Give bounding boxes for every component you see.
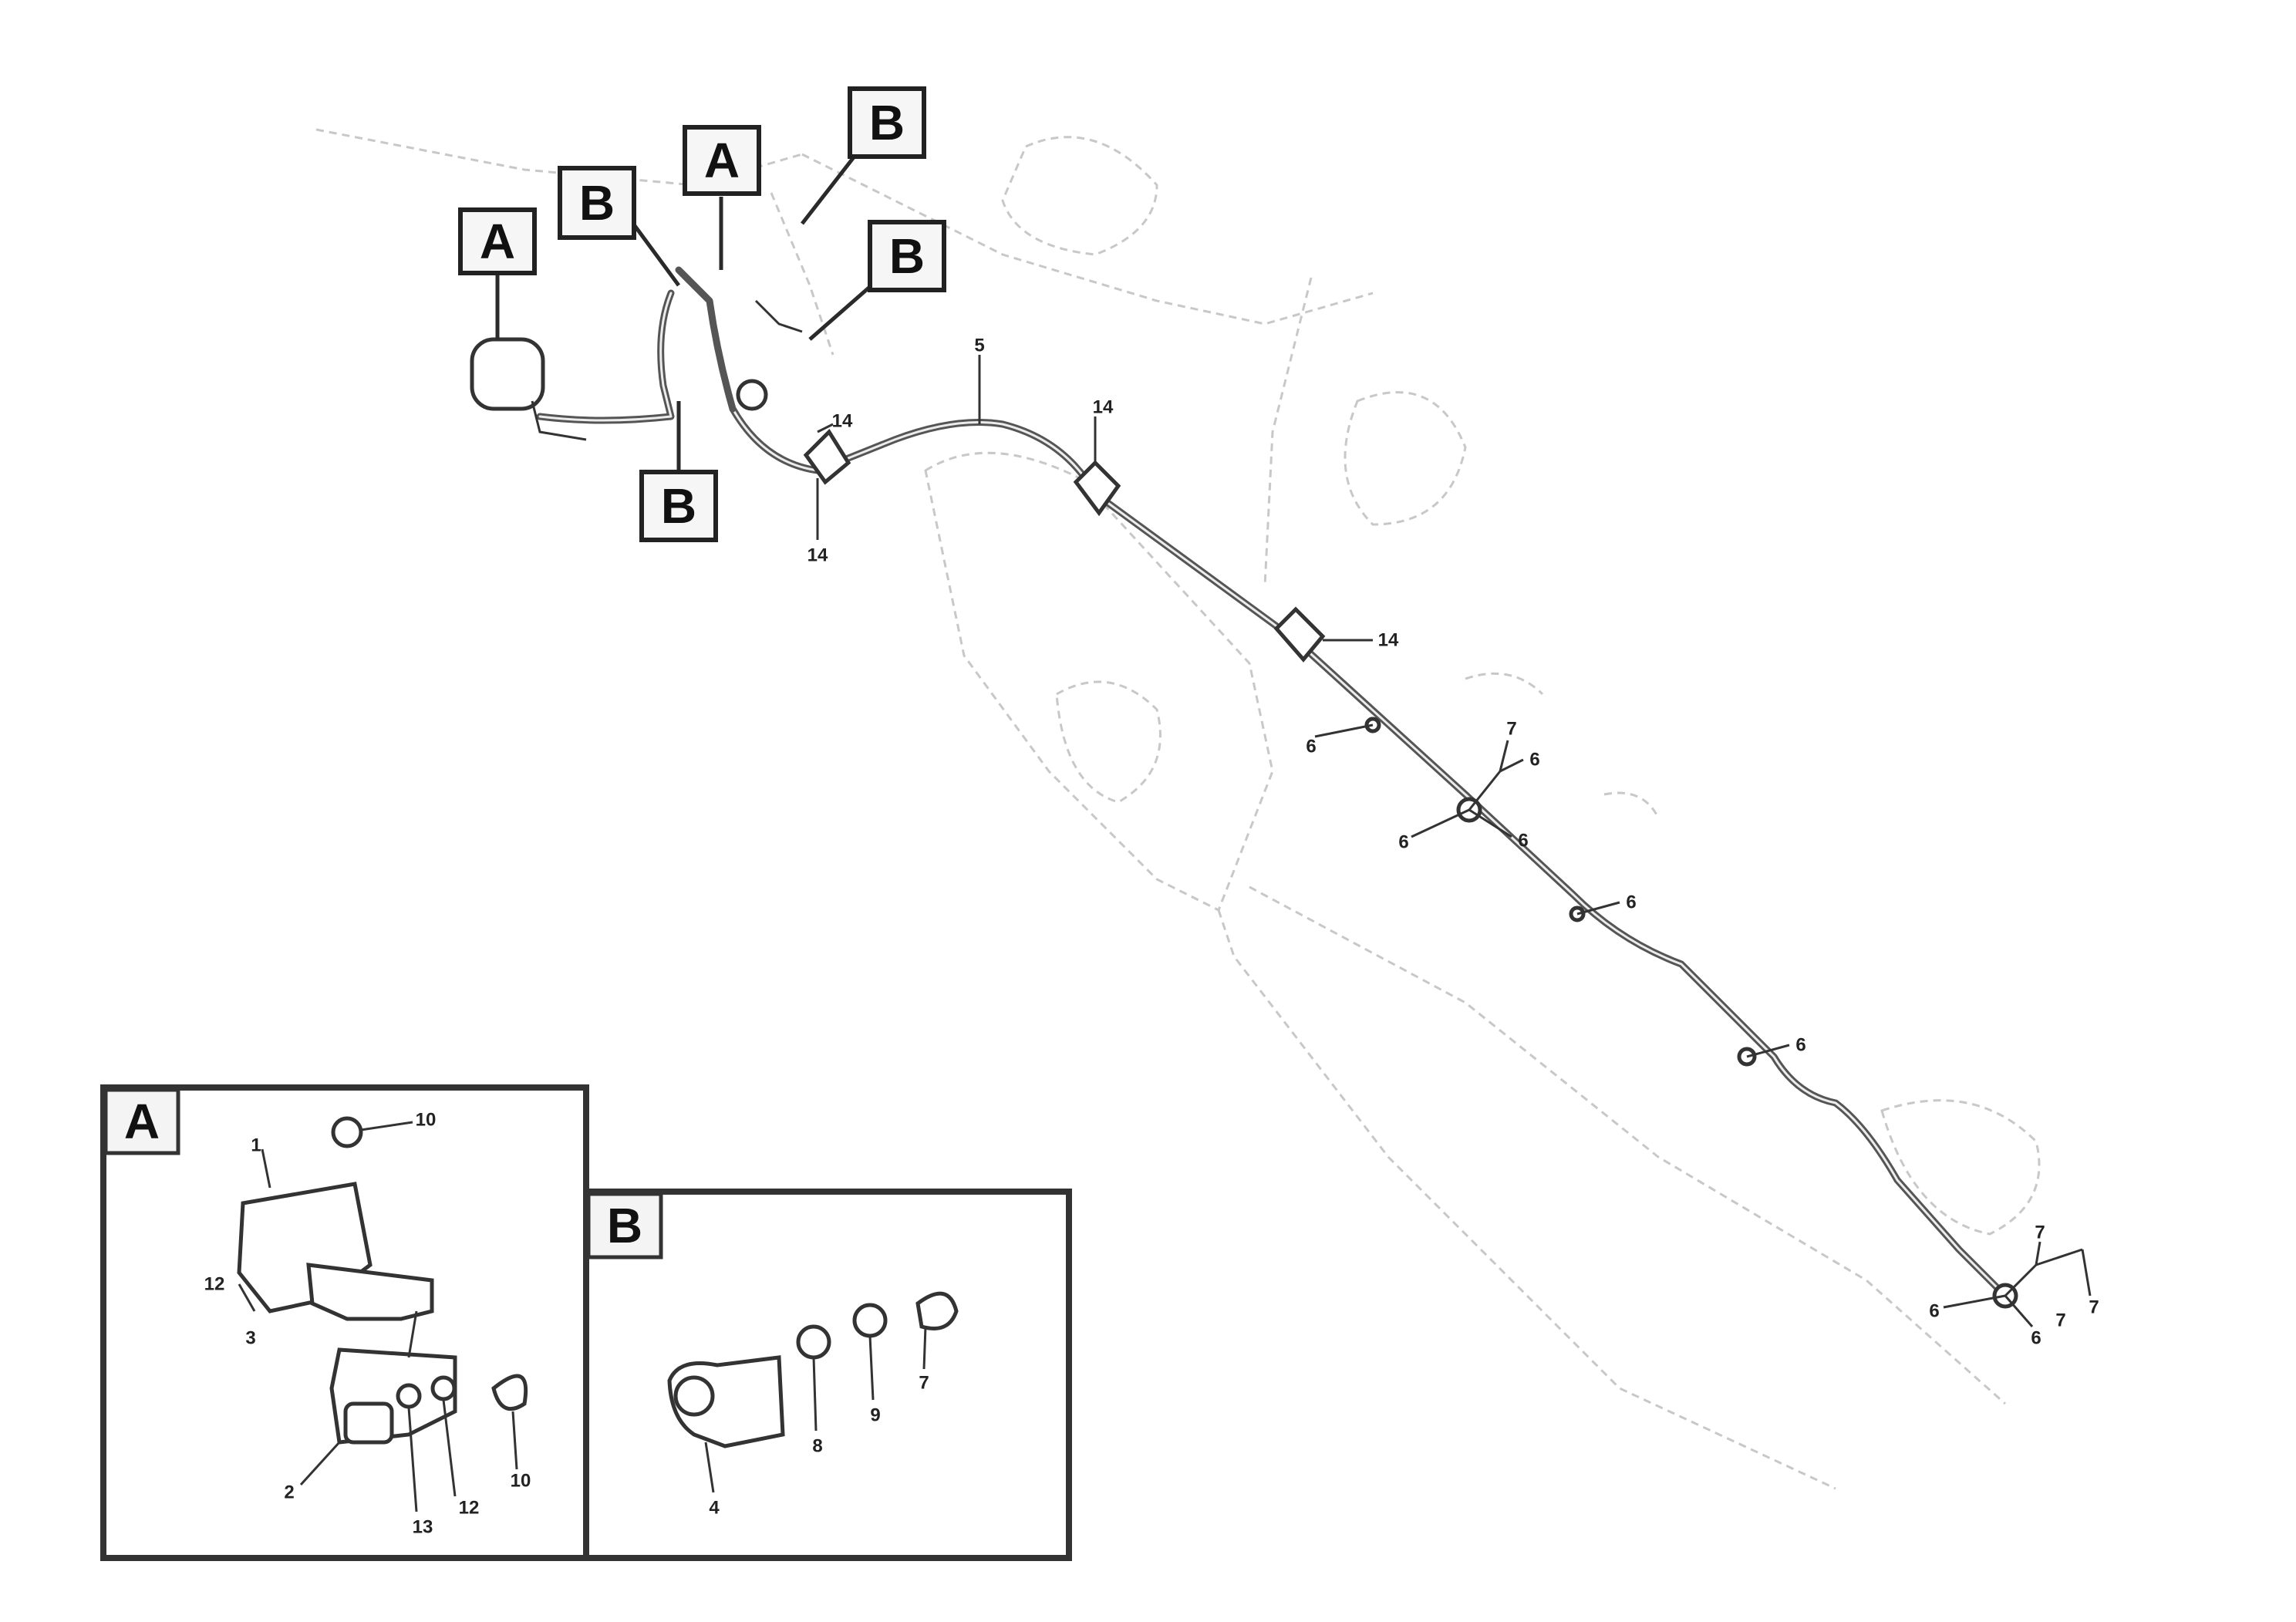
item-number: 2: [284, 1482, 294, 1503]
item-number: 7: [2035, 1222, 2045, 1243]
item-number: 6: [1306, 737, 1316, 757]
item-number: 14: [1093, 397, 1114, 418]
callout-b-2[interactable]: [848, 86, 926, 159]
item-number: 13: [413, 1517, 433, 1538]
callout-b-4-label: B: [661, 478, 696, 534]
item-number: 4: [709, 1498, 720, 1519]
callout-b-4[interactable]: [639, 470, 718, 542]
item-number: 14: [1378, 630, 1399, 651]
item-number: 14: [832, 411, 853, 432]
detail-b-label: B: [607, 1198, 642, 1253]
callout-a-1[interactable]: [458, 207, 537, 275]
clips: [736, 379, 2018, 1309]
callout-a-1-label: A: [480, 214, 515, 269]
connector-housing: [470, 337, 545, 411]
callouts: A A B B B B: [458, 86, 946, 542]
item-numbers: 5 14 14 14 14 6 7 6 6 6 6 6 7 7 6 6 7: [807, 336, 2099, 1349]
detail-a-label: A: [124, 1094, 160, 1149]
item-number: 7: [2055, 1310, 2065, 1331]
item-number: 6: [1529, 750, 1539, 771]
item-number: 10: [416, 1110, 437, 1131]
detail-view-b: B 8 9 7 4: [583, 1189, 1072, 1561]
item-number: 6: [1626, 892, 1636, 913]
leader-lines: [816, 355, 2092, 1327]
callout-b-1[interactable]: [558, 166, 636, 240]
item-number: 7: [2089, 1297, 2099, 1318]
callout-a-2-label: A: [704, 133, 740, 188]
item-number: 3: [245, 1328, 255, 1349]
item-number: 6: [1518, 831, 1528, 851]
callout-b-3-label: B: [889, 228, 925, 284]
item-number: 7: [919, 1373, 929, 1394]
item-number: 10: [511, 1471, 531, 1492]
callout-b-2-label: B: [869, 95, 905, 150]
callout-a-2[interactable]: [683, 125, 761, 196]
item-number: 8: [812, 1436, 822, 1457]
item-number: 7: [1506, 719, 1516, 740]
callout-b-3[interactable]: [868, 220, 946, 292]
item-number: 6: [1929, 1301, 1939, 1322]
item-number: 14: [807, 545, 828, 566]
item-number: 6: [2031, 1328, 2041, 1349]
item-number: 6: [1795, 1035, 1805, 1056]
item-number: 6: [1398, 832, 1408, 853]
detail-view-a: A 10 1 12 3 2 13 12 10: [100, 1084, 589, 1561]
main-harness: [470, 266, 2009, 1300]
item-number: 1: [251, 1135, 261, 1156]
item-number: 12: [459, 1498, 480, 1519]
item-number: 12: [204, 1274, 225, 1295]
item-number: 9: [870, 1405, 880, 1426]
item-number: 5: [974, 336, 984, 356]
callout-b-1-label: B: [579, 175, 615, 231]
